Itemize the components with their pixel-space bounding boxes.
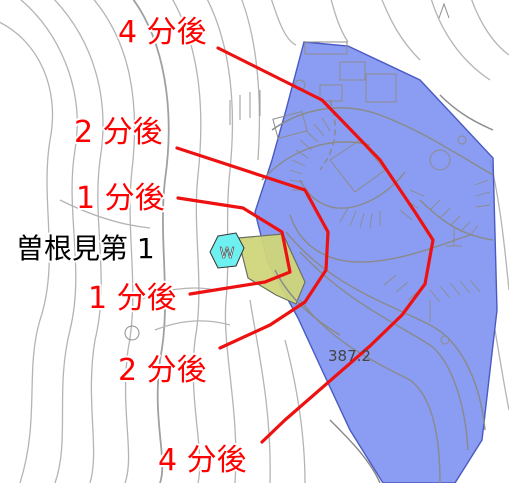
isochrone-label-4min-top: 4 分後 <box>118 15 207 50</box>
hydrant-marker-label: W <box>220 244 235 262</box>
building <box>365 73 397 103</box>
reach-area-polygon <box>254 41 498 483</box>
isochrone-label-1min-top: 1 分後 <box>76 181 165 216</box>
isochrone-arc-2min <box>175 146 330 350</box>
map-circle <box>429 149 451 171</box>
map-features <box>124 2 467 345</box>
isochrone-arc-1min <box>176 196 292 296</box>
isochrone-label-2min-bottom: 2 分後 <box>118 353 207 388</box>
building <box>304 41 348 55</box>
isochrone-label-4min-bottom: 4 分後 <box>158 443 247 478</box>
hydrant-marker[interactable]: W <box>209 232 245 269</box>
hydrant-marker-shape <box>209 232 245 269</box>
place-label: 曽根見第 1 <box>16 232 155 265</box>
isochrone-arc-4min <box>216 46 435 444</box>
map-symbol <box>438 2 450 19</box>
map-circle <box>457 135 467 145</box>
building <box>339 61 366 81</box>
isochrone-arcs <box>175 46 435 444</box>
map-circle <box>124 325 140 341</box>
isochrone-label-1min-bottom: 1 分後 <box>88 281 177 316</box>
isochrone-label-2min-top: 2 分後 <box>74 115 163 150</box>
elevation-label: 387.2 <box>328 347 371 365</box>
building <box>272 110 308 140</box>
map-symbol <box>446 228 462 247</box>
